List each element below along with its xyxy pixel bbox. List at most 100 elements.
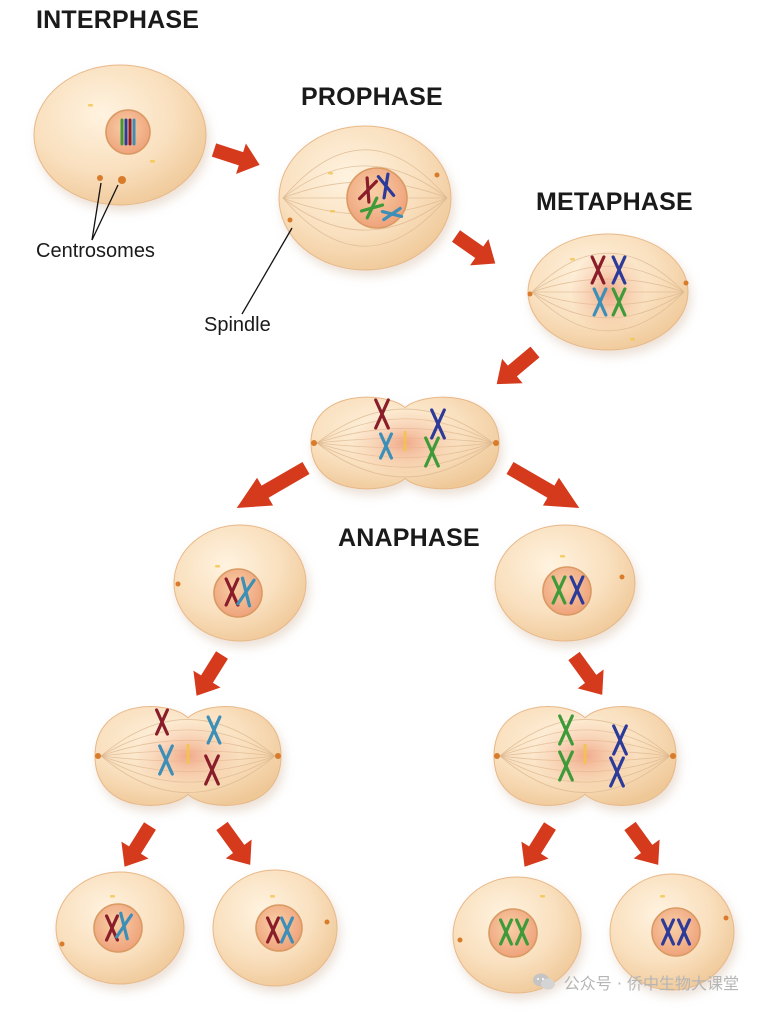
- organelle: [660, 895, 665, 898]
- nucleus: [488, 908, 538, 958]
- arrow-shape: [568, 651, 604, 695]
- chromatid: [430, 408, 446, 440]
- arrow: [216, 821, 252, 865]
- organelle: [630, 338, 635, 341]
- arrow: [236, 461, 310, 508]
- chromatid: [204, 754, 220, 786]
- centrosome: [59, 941, 65, 947]
- chromatid: [224, 577, 240, 607]
- chromatid: [569, 575, 585, 605]
- cleavage-marker: [403, 431, 407, 451]
- cell-dividing-left: [94, 706, 282, 806]
- nucleus: [93, 903, 143, 953]
- centrosome: [175, 581, 181, 587]
- chromosome: [569, 575, 585, 605]
- chromatid: [551, 575, 567, 605]
- spindle-fiber: [316, 442, 494, 478]
- centrosome: [527, 291, 533, 297]
- cell-dividing-right: [493, 706, 677, 806]
- chromosome: [558, 750, 574, 782]
- chromosome: [515, 918, 529, 946]
- chromatid: [515, 918, 529, 946]
- centrosome: [670, 753, 676, 759]
- arrow: [121, 822, 156, 867]
- chromosome: [280, 916, 294, 944]
- organelle: [570, 258, 575, 261]
- cell-anaphase: [310, 396, 500, 490]
- arrow-shape: [211, 143, 260, 174]
- chromatid: [611, 287, 627, 317]
- spindle-fiber: [282, 165, 448, 199]
- chromosome: [677, 918, 691, 946]
- chromosome: [611, 255, 627, 285]
- nucleus: [213, 568, 263, 618]
- cleavage-marker: [186, 744, 190, 764]
- chromatid: [114, 913, 134, 939]
- nucleus: [542, 566, 592, 616]
- centrosome: [434, 172, 440, 178]
- spindle-fiber: [282, 197, 448, 231]
- chromatid: [266, 916, 280, 944]
- chromatid: [661, 918, 675, 946]
- chromatid: [379, 432, 393, 460]
- leader-line: [91, 182, 102, 241]
- chromosome: [266, 916, 280, 944]
- title-anaphase: ANAPHASE: [338, 524, 480, 552]
- arrow: [624, 821, 660, 865]
- organelle: [540, 895, 545, 898]
- nucleus: [651, 907, 701, 957]
- arrow-shape: [624, 821, 660, 865]
- centrosome: [723, 915, 729, 921]
- cell-daughter-left: [173, 524, 307, 642]
- arrow-shape: [496, 346, 540, 385]
- chromatid: [357, 179, 379, 201]
- cell-daughter-right: [494, 524, 636, 642]
- chromosome: [376, 172, 396, 200]
- chromosome: [114, 911, 134, 941]
- chromosome: [357, 176, 379, 204]
- chromatid: [380, 209, 404, 219]
- chromatid: [155, 708, 169, 736]
- centrosome: [683, 280, 689, 286]
- cell-metaphase: [527, 233, 689, 351]
- chromosome: [380, 206, 404, 222]
- arrow: [521, 822, 556, 867]
- arrow: [451, 230, 496, 266]
- chromatid: [206, 715, 222, 745]
- organelle: [328, 172, 333, 175]
- chromatid: [280, 916, 294, 944]
- chromatid: [611, 255, 627, 285]
- organelle: [110, 895, 115, 898]
- watermark: 公众号 · 侨中生物大课堂: [532, 970, 739, 994]
- chromosome: [592, 287, 608, 317]
- chromosome: [612, 724, 628, 756]
- spindle-fiber: [499, 719, 671, 757]
- chromosome: [155, 708, 169, 736]
- arrow-shape: [451, 230, 496, 266]
- chromosome: [609, 756, 625, 788]
- chromatin-region: [572, 252, 644, 332]
- centrosome: [493, 440, 499, 446]
- arrow-shape: [236, 461, 310, 508]
- leader-line: [241, 227, 293, 315]
- chromatid: [590, 255, 606, 285]
- chromosome: [374, 398, 390, 430]
- chromosome: [359, 196, 385, 220]
- chromosome: [379, 432, 393, 460]
- chromatid: [359, 203, 385, 213]
- chromatid: [558, 714, 574, 746]
- organelle: [270, 895, 275, 898]
- chromosome: [611, 287, 627, 317]
- centrosome: [275, 753, 281, 759]
- spindle-fiber: [316, 408, 494, 444]
- nucleus: [255, 904, 303, 952]
- arrow: [506, 461, 580, 508]
- spindle-fiber: [100, 719, 276, 757]
- arrow: [496, 346, 540, 385]
- chromosome: [206, 715, 222, 745]
- spindle-fiber: [499, 755, 671, 793]
- arrow: [211, 143, 260, 174]
- organelle: [88, 104, 93, 107]
- wechat-icon: [532, 973, 555, 990]
